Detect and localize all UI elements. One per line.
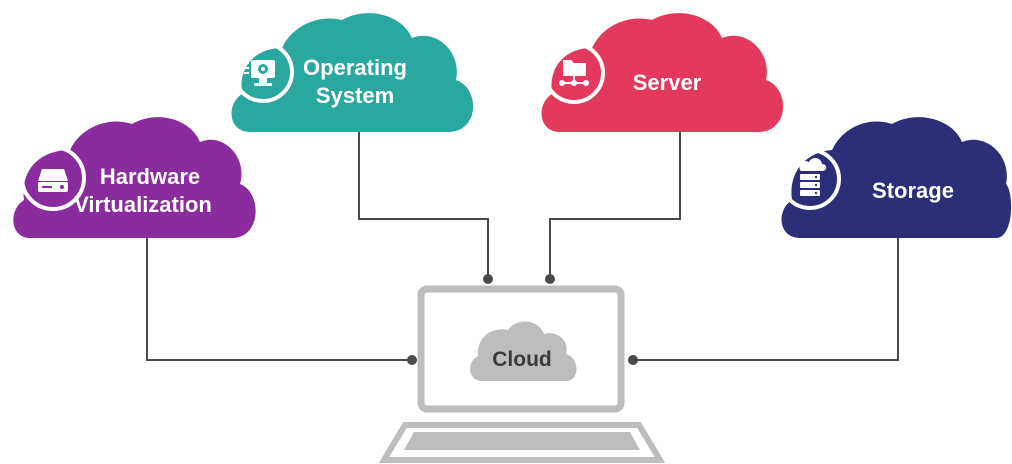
- cloud-label-hardware-line1: Hardware: [100, 164, 200, 189]
- icon-ring-os: [232, 41, 294, 103]
- cloud-hardware-virtualization: Hardware Virtualization: [13, 117, 256, 238]
- laptop-screen-frame: [417, 285, 625, 413]
- connector-lines: [146, 128, 899, 361]
- connector-dots: [407, 274, 638, 365]
- cloud-label-os-line1: Operating: [303, 55, 407, 80]
- cloud-label-server: Server: [633, 70, 702, 95]
- connector-hardware: [146, 238, 412, 361]
- laptop-keyboard-base: [378, 422, 666, 463]
- computer-settings-icon: [244, 60, 275, 86]
- hard-drive-icon: [38, 169, 68, 192]
- cloud-shape-storage: [781, 117, 1012, 238]
- cloud-server: Server: [541, 13, 784, 132]
- connector-dot-storage: [628, 355, 638, 365]
- cloud-label-os-line2: System: [316, 83, 394, 108]
- connector-dot-server: [545, 274, 555, 284]
- folder-network-icon: [559, 60, 589, 86]
- laptop: Cloud: [378, 285, 666, 463]
- cloud-label-storage: Storage: [872, 178, 954, 203]
- connector-server: [549, 128, 681, 278]
- center-cloud-label: Cloud: [492, 348, 551, 371]
- connector-os: [358, 132, 489, 278]
- connector-dot-hardware: [407, 355, 417, 365]
- connector-dot-os: [483, 274, 493, 284]
- icon-ring-server: [543, 42, 605, 104]
- laptop-keyboard: [404, 432, 640, 450]
- center-cloud-shape: [470, 321, 577, 381]
- connector-storage: [633, 236, 899, 361]
- cloud-operating-system: Operating System: [231, 13, 474, 132]
- cloud-server-icon: [799, 158, 827, 196]
- icon-ring-storage: [779, 148, 841, 210]
- cloud-shape-hardware: [13, 117, 256, 238]
- cloud-label-hardware-line2: Virtualization: [74, 192, 212, 217]
- icon-ring-hardware: [20, 145, 86, 211]
- cloud-storage: Storage: [779, 117, 1012, 238]
- cloud-shape-server: [541, 13, 784, 132]
- cloud-shape-os: [231, 13, 474, 132]
